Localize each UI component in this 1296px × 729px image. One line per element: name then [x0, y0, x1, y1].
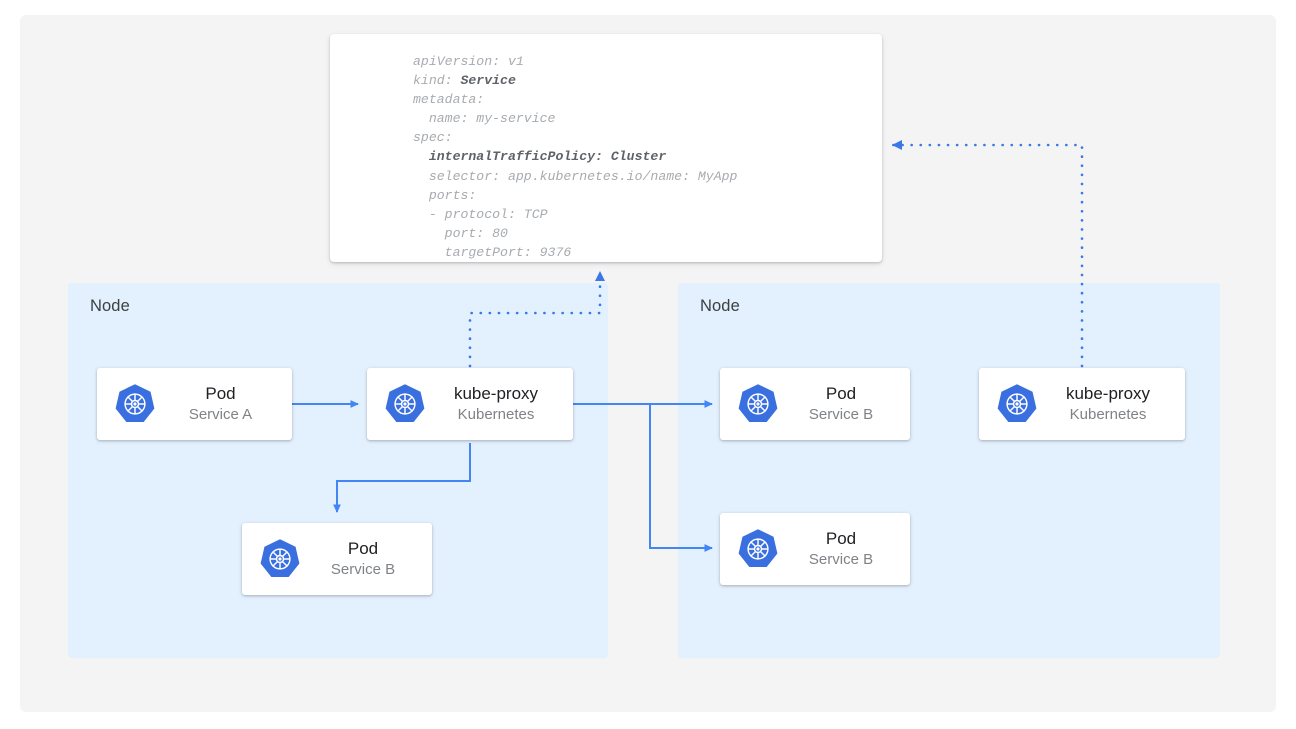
card-subtitle: Kubernetes: [1069, 406, 1147, 423]
node-box-left: Node: [68, 283, 608, 658]
card-title: Pod: [825, 383, 857, 403]
card-text-pod-service-a: Pod Service A: [157, 383, 292, 426]
card-title: kube-proxy: [1065, 383, 1151, 403]
card-subtitle: Service B: [808, 406, 874, 423]
card-title: Pod: [347, 538, 379, 558]
card-text-pod-service-b-right-bottom: Pod Service B: [780, 528, 910, 571]
card-text-kube-proxy-left: kube-proxy Kubernetes: [427, 383, 573, 426]
yaml-line-kind-key: kind:: [413, 73, 461, 89]
card-subtitle: Service A: [188, 406, 253, 423]
yaml-line-metadata: metadata:: [413, 92, 485, 108]
card-pod-service-b-left[interactable]: Pod Service B: [242, 523, 432, 595]
yaml-line-apiversion: apiVersion: v1: [413, 54, 524, 69]
card-pod-service-b-right-bottom[interactable]: Pod Service B: [720, 513, 910, 585]
kubernetes-logo-icon: [258, 537, 302, 581]
node-label-right: Node: [700, 297, 740, 315]
card-title: Pod: [205, 383, 236, 403]
node-label-left: Node: [90, 297, 130, 315]
card-kube-proxy-right[interactable]: kube-proxy Kubernetes: [979, 368, 1185, 440]
yaml-line-kind-value: Service: [460, 73, 516, 89]
kubernetes-logo-icon: [113, 382, 157, 426]
card-subtitle: Kubernetes: [457, 406, 535, 423]
card-text-pod-service-b-left: Pod Service B: [302, 538, 432, 581]
card-text-kube-proxy-right: kube-proxy Kubernetes: [1039, 383, 1185, 426]
card-subtitle: Service B: [808, 551, 874, 568]
card-title: Pod: [825, 528, 857, 548]
yaml-line-target-port: targetPort: 9376: [413, 244, 572, 260]
kubernetes-logo-icon: [736, 527, 780, 571]
card-pod-service-b-right-top[interactable]: Pod Service B: [720, 368, 910, 440]
kubernetes-logo-icon: [736, 382, 780, 426]
card-pod-service-a[interactable]: Pod Service A: [97, 368, 292, 440]
yaml-line-ports: ports:: [413, 187, 477, 203]
yaml-line-port: port: 80: [413, 225, 508, 241]
kubernetes-logo-icon: [383, 382, 427, 426]
kubernetes-logo-icon: [995, 382, 1039, 426]
service-manifest-code: apiVersion: v1 kind: Service metadata: n…: [330, 34, 882, 262]
card-title: kube-proxy: [453, 383, 539, 403]
node-box-right: Node: [678, 283, 1220, 658]
service-manifest-card: apiVersion: v1 kind: Service metadata: n…: [330, 34, 882, 262]
card-subtitle: Service B: [330, 561, 396, 578]
card-kube-proxy-left[interactable]: kube-proxy Kubernetes: [367, 368, 573, 440]
yaml-line-selector: selector: app.kubernetes.io/name: MyApp: [413, 168, 738, 184]
yaml-line-name: name: my-service: [413, 111, 556, 127]
yaml-line-internal-traffic-policy: internalTrafficPolicy: Cluster: [413, 149, 667, 165]
yaml-line-spec: spec:: [413, 130, 453, 146]
card-text-pod-service-b-right-top: Pod Service B: [780, 383, 910, 426]
yaml-line-protocol: - protocol: TCP: [413, 206, 548, 222]
